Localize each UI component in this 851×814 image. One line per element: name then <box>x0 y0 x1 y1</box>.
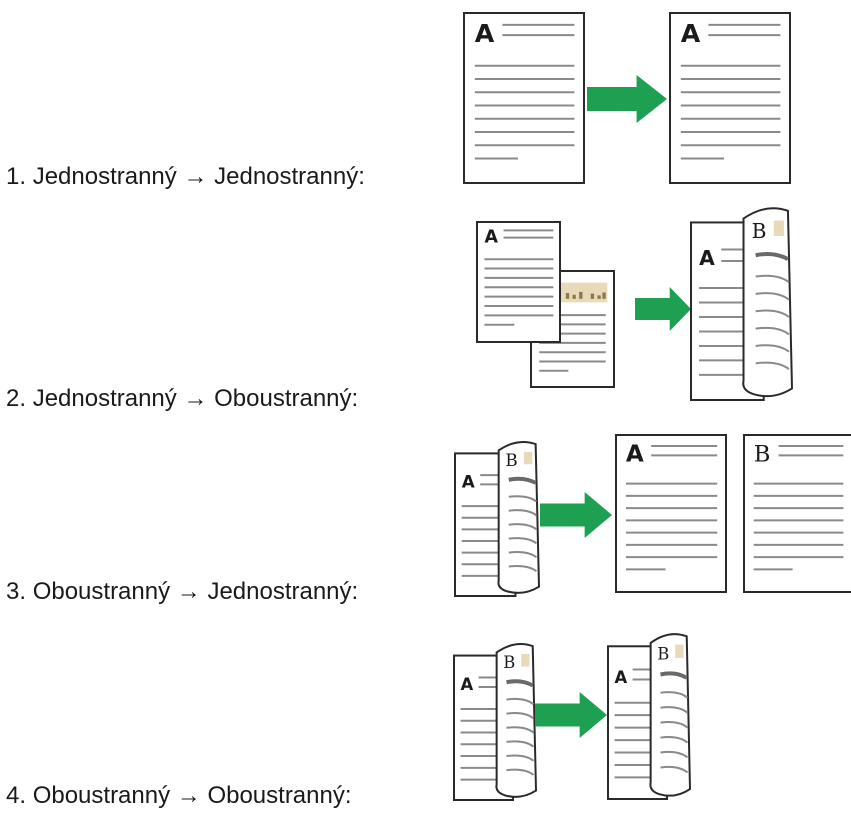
duplex-page-icon: AB <box>690 207 794 401</box>
output-page-icon: A <box>615 434 727 593</box>
output-page-icon: B <box>743 434 851 593</box>
duplex-page-icon: AB <box>454 441 541 597</box>
page-letter: A <box>475 19 495 48</box>
row-4-label: 4. Oboustranný → Oboustranný: <box>6 782 352 810</box>
page-letter: A <box>681 19 701 48</box>
arrow-right-icon <box>587 75 667 123</box>
row-2-label: 2. Jednostranný → Oboustranný: <box>6 385 358 413</box>
row-3-text: Oboustranný → Jednostranný: <box>32 578 359 605</box>
source-page-icon: A <box>463 12 585 184</box>
page-letter: B <box>754 442 771 468</box>
output-page-icon: A <box>669 12 791 184</box>
row-3-number: 3. <box>6 578 27 605</box>
arrow-right-icon <box>635 287 691 331</box>
page-letter: A <box>615 668 628 687</box>
page-letter: B <box>505 450 517 470</box>
duplex-page-icon: AB <box>607 633 692 801</box>
page-letter: A <box>484 227 498 247</box>
row-4-number: 4. <box>6 782 27 809</box>
page-letter: A <box>626 442 644 468</box>
page-letter: A <box>461 675 474 694</box>
row-2-text: Jednostranný → Oboustranný: <box>32 385 359 412</box>
row-1-text: Jednostranný → Jednostranný: <box>32 163 365 190</box>
row-2-number: 2. <box>6 385 27 412</box>
row-4-text: Oboustranný → Oboustranný: <box>32 782 352 809</box>
page-letter: B <box>503 653 515 672</box>
row-3-label: 3. Oboustranný → Jednostranný: <box>6 578 358 606</box>
page-letter: B <box>657 645 669 664</box>
page-letter: A <box>699 246 715 270</box>
page-letter: A <box>462 472 475 492</box>
source-page-icon: A <box>476 221 561 343</box>
arrow-right-icon <box>535 692 607 738</box>
page-letter: B <box>752 219 767 243</box>
arrow-right-icon <box>540 492 612 538</box>
row-1-label: 1. Jednostranný → Jednostranný: <box>6 163 365 191</box>
row-1-number: 1. <box>6 163 27 190</box>
duplex-page-icon: AB <box>453 643 538 801</box>
